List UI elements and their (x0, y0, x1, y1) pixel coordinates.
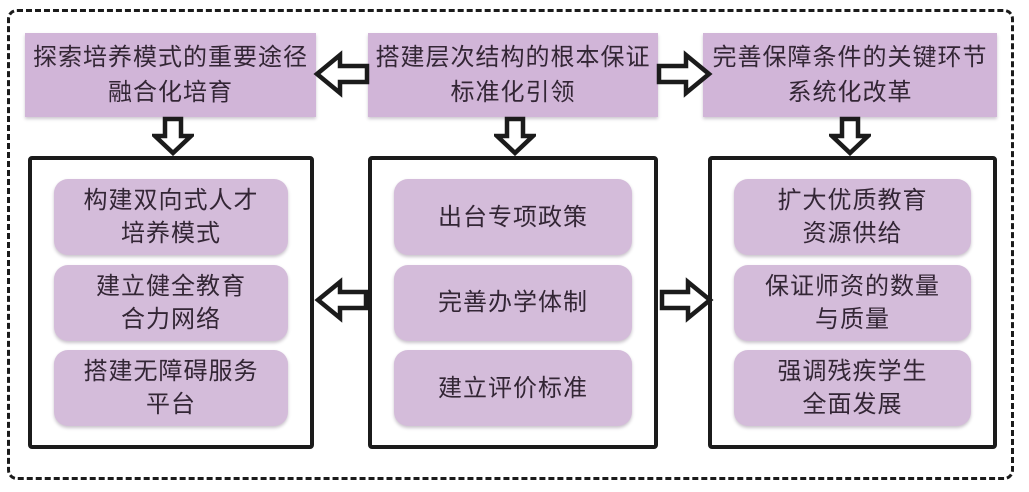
item-box: 保证师资的数量 与质量 (734, 264, 971, 341)
header-box-left: 探索培养模式的重要途径 融合化培育 (25, 33, 316, 117)
item-text: 与质量 (815, 304, 890, 333)
item-text: 搭建无障碍服务 (83, 357, 259, 385)
item-text: 扩大优质教育 (777, 186, 928, 214)
header-middle-line1: 搭建层次结构的根本保证 (375, 43, 651, 71)
item-text: 资源供给 (802, 219, 903, 247)
item-text: 强调残疾学生 (777, 357, 928, 385)
header-left-line1: 探索培养模式的重要途径 (33, 43, 308, 71)
item-box: 完善办学体制 (394, 264, 632, 341)
item-box: 建立健全教育 合力网络 (54, 264, 288, 341)
header-box-middle: 搭建层次结构的根本保证 标准化引领 (368, 33, 658, 117)
arrow-left-icon (314, 277, 369, 323)
item-text: 建立健全教育 (96, 271, 246, 300)
dashed-border-frame (7, 9, 1014, 480)
arrow-down-icon (152, 116, 194, 156)
item-text: 建立评价标准 (438, 373, 588, 402)
arrow-left-icon (313, 50, 370, 98)
arrow-down-icon (829, 116, 871, 156)
group-box-left: 构建双向式人才 培养模式 建立健全教育 合力网络 搭建无障碍服务 平台 (28, 156, 314, 449)
header-left-line2: 融合化培育 (108, 78, 233, 106)
group-box-right: 扩大优质教育 资源供给 保证师资的数量 与质量 强调残疾学生 全面发展 (708, 156, 997, 449)
arrow-right-icon (656, 50, 713, 98)
item-text: 培养模式 (121, 219, 221, 247)
item-box: 搭建无障碍服务 平台 (54, 350, 288, 426)
item-text: 平台 (146, 390, 196, 418)
arrow-right-icon (659, 277, 714, 323)
item-box: 出台专项政策 (394, 179, 632, 255)
header-middle-line2: 标准化引领 (450, 78, 576, 106)
item-text: 完善办学体制 (438, 288, 588, 316)
item-text: 出台专项政策 (438, 202, 588, 231)
item-box: 扩大优质教育 资源供给 (734, 179, 971, 255)
item-text: 合力网络 (121, 304, 221, 333)
header-box-right: 完善保障条件的关键环节 系统化改革 (703, 33, 997, 117)
header-right-line1: 完善保障条件的关键环节 (712, 43, 988, 71)
item-text: 全面发展 (802, 390, 903, 418)
item-box: 强调残疾学生 全面发展 (734, 350, 971, 426)
item-box: 建立评价标准 (394, 350, 632, 426)
item-box: 构建双向式人才 培养模式 (54, 179, 288, 255)
item-text: 构建双向式人才 (83, 186, 259, 214)
item-text: 保证师资的数量 (765, 271, 940, 300)
arrow-down-icon (494, 116, 536, 156)
group-box-middle: 出台专项政策 完善办学体制 建立评价标准 (368, 156, 658, 449)
header-right-line2: 系统化改革 (787, 78, 913, 106)
